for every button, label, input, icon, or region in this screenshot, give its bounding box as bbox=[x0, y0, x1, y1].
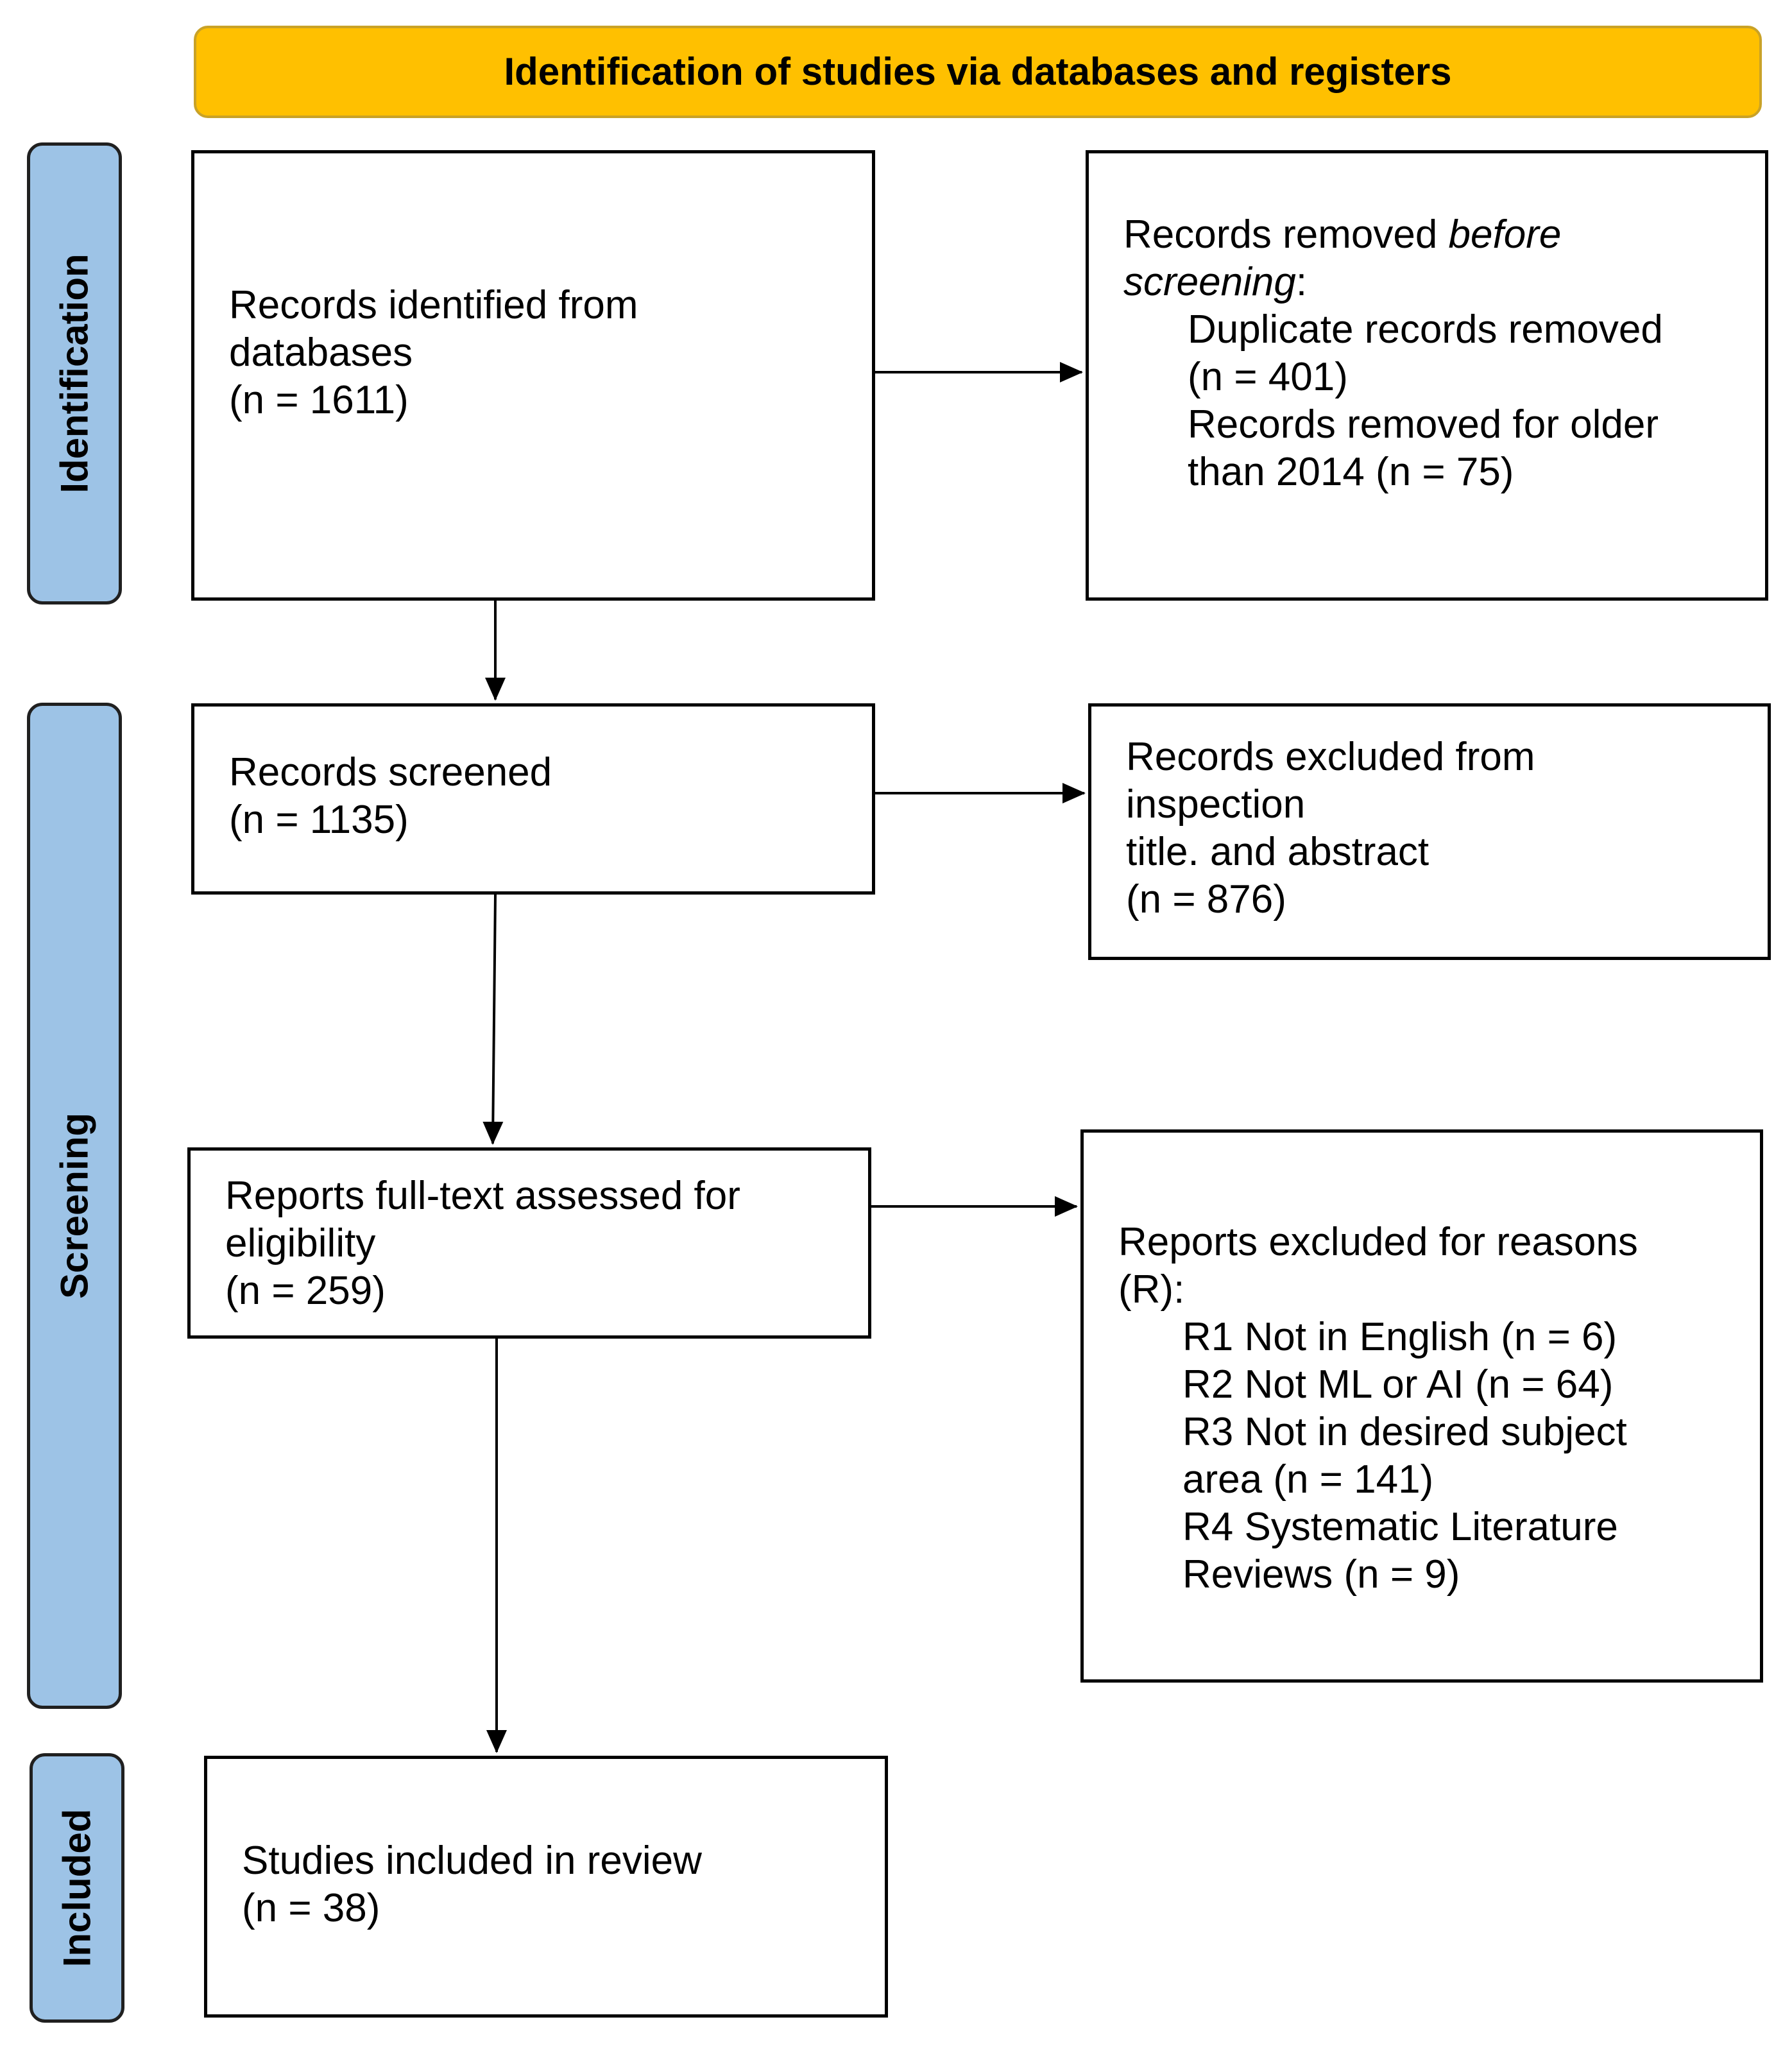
reports-excluded-line2: (R): bbox=[1118, 1267, 1185, 1312]
records-excluded-line1: Records excluded from bbox=[1126, 735, 1535, 779]
reason-r3-line1: R3 Not in desired subject bbox=[1182, 1410, 1627, 1454]
records-removed-screening: screening bbox=[1123, 260, 1296, 304]
records-identified-count: (n = 1611) bbox=[229, 378, 409, 422]
duplicate-records-count: (n = 401) bbox=[1188, 355, 1348, 399]
studies-included-label: Studies included in review bbox=[242, 1839, 702, 1883]
records-excluded-count: (n = 876) bbox=[1126, 877, 1286, 922]
header-title: Identification of studies via databases … bbox=[504, 50, 1452, 93]
records-removed-box: Records removed before screening: Duplic… bbox=[1086, 150, 1768, 601]
older-records-label: Records removed for older bbox=[1188, 402, 1659, 447]
reason-r4-line1: R4 Systematic Literature bbox=[1182, 1505, 1618, 1549]
records-removed-colon: : bbox=[1295, 260, 1308, 304]
duplicate-records-label: Duplicate records removed bbox=[1188, 307, 1663, 352]
phase-included: Included bbox=[30, 1753, 124, 2023]
records-screened-box: Records screened (n = 1135) bbox=[191, 703, 875, 895]
reason-r4-line2: Reviews (n = 9) bbox=[1182, 1552, 1460, 1597]
records-removed-heading-line2: screening: bbox=[1123, 259, 1663, 306]
records-identified-line1: Records identified from bbox=[229, 283, 638, 327]
reports-excluded-box: Reports excluded for reasons (R): R1 Not… bbox=[1080, 1129, 1763, 1683]
records-excluded-line3: title. and abstract bbox=[1126, 830, 1429, 874]
phase-identification-label: Identification bbox=[53, 253, 96, 493]
records-screened-label: Records screened bbox=[229, 750, 552, 794]
reason-r1: R1 Not in English (n = 6) bbox=[1182, 1315, 1617, 1359]
reports-assessed-count: (n = 259) bbox=[225, 1269, 386, 1313]
reports-excluded-line1: Reports excluded for reasons bbox=[1118, 1220, 1638, 1264]
studies-included-box: Studies included in review (n = 38) bbox=[204, 1756, 888, 2018]
reports-assessed-box: Reports full-text assessed for eligibili… bbox=[187, 1147, 871, 1339]
phase-screening: Screening bbox=[27, 703, 122, 1709]
phase-identification: Identification bbox=[27, 142, 122, 604]
header-banner: Identification of studies via databases … bbox=[194, 26, 1762, 118]
records-identified-box: Records identified from databases (n = 1… bbox=[191, 150, 875, 601]
phase-included-label: Included bbox=[55, 1808, 99, 1968]
records-identified-line2: databases bbox=[229, 330, 413, 375]
studies-included-count: (n = 38) bbox=[242, 1886, 380, 1930]
reason-r3-line2: area (n = 141) bbox=[1182, 1457, 1434, 1502]
records-excluded-box: Records excluded from inspection title. … bbox=[1088, 703, 1771, 960]
reason-r2: R2 Not ML or AI (n = 64) bbox=[1182, 1362, 1614, 1407]
records-screened-count: (n = 1135) bbox=[229, 798, 409, 842]
reports-assessed-line1: Reports full-text assessed for bbox=[225, 1174, 740, 1218]
reports-assessed-line2: eligibility bbox=[225, 1221, 376, 1265]
phase-screening-label: Screening bbox=[53, 1112, 96, 1299]
older-records-count: than 2014 (n = 75) bbox=[1188, 450, 1514, 494]
records-removed-prefix: Records removed bbox=[1123, 212, 1449, 257]
records-removed-heading-line1: Records removed before bbox=[1123, 211, 1663, 259]
records-removed-before: before bbox=[1448, 212, 1562, 257]
records-excluded-line2: inspection bbox=[1126, 782, 1306, 827]
arrow-screened-to-assessed bbox=[482, 894, 504, 1145]
